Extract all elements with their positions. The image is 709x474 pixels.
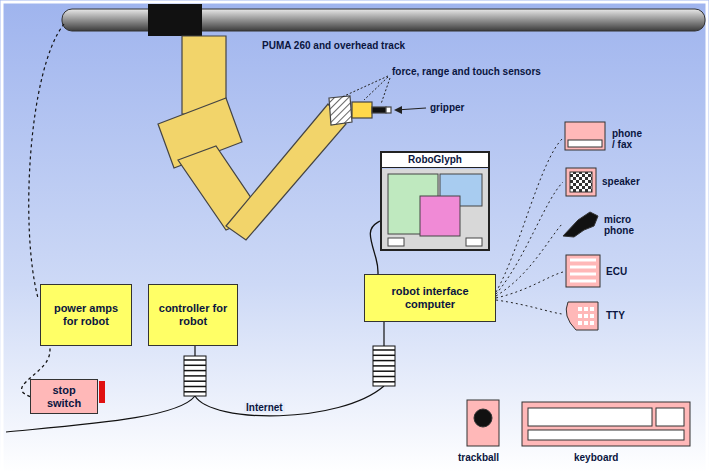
- switch-box: stop switch: [30, 379, 98, 414]
- node-text: stop switch: [37, 384, 91, 409]
- track-carriage: [148, 4, 202, 36]
- screen-contents: [382, 169, 488, 249]
- gripper-arrowhead: [394, 106, 402, 114]
- node-text: controller for robot: [155, 302, 231, 327]
- part-label: force, range and touch sensors: [392, 66, 541, 77]
- node-text: robot interface computer: [371, 285, 489, 310]
- device-label: trackball: [458, 452, 499, 463]
- process-box: robot interface computer: [364, 274, 496, 322]
- leader-lines: [342, 76, 390, 104]
- stop-button: [99, 381, 105, 403]
- device-label: TTY: [606, 310, 625, 321]
- part-label: PUMA 260 and overhead track: [262, 40, 405, 51]
- devices: [467, 122, 690, 446]
- part-label: gripper: [430, 102, 464, 113]
- device-links: [496, 138, 563, 314]
- screen-window: RoboGlyph: [380, 151, 490, 251]
- device-label: phone / fax: [612, 128, 642, 150]
- process-box: power amps for robot: [40, 284, 132, 346]
- node-text: power amps for robot: [47, 302, 125, 327]
- coil-windings: [184, 350, 395, 392]
- wires: [6, 24, 384, 432]
- device-label: speaker: [602, 176, 640, 187]
- display-cable: [370, 221, 380, 274]
- connector-coil: [184, 346, 395, 396]
- device-label: keyboard: [574, 452, 618, 463]
- device-label: ECU: [606, 266, 627, 277]
- device-label: micro phone: [604, 214, 640, 236]
- network-label: Internet: [244, 402, 285, 413]
- process-box: controller for robot: [148, 284, 238, 346]
- node-text: RoboGlyph: [382, 153, 488, 168]
- robot-arm: [158, 36, 391, 240]
